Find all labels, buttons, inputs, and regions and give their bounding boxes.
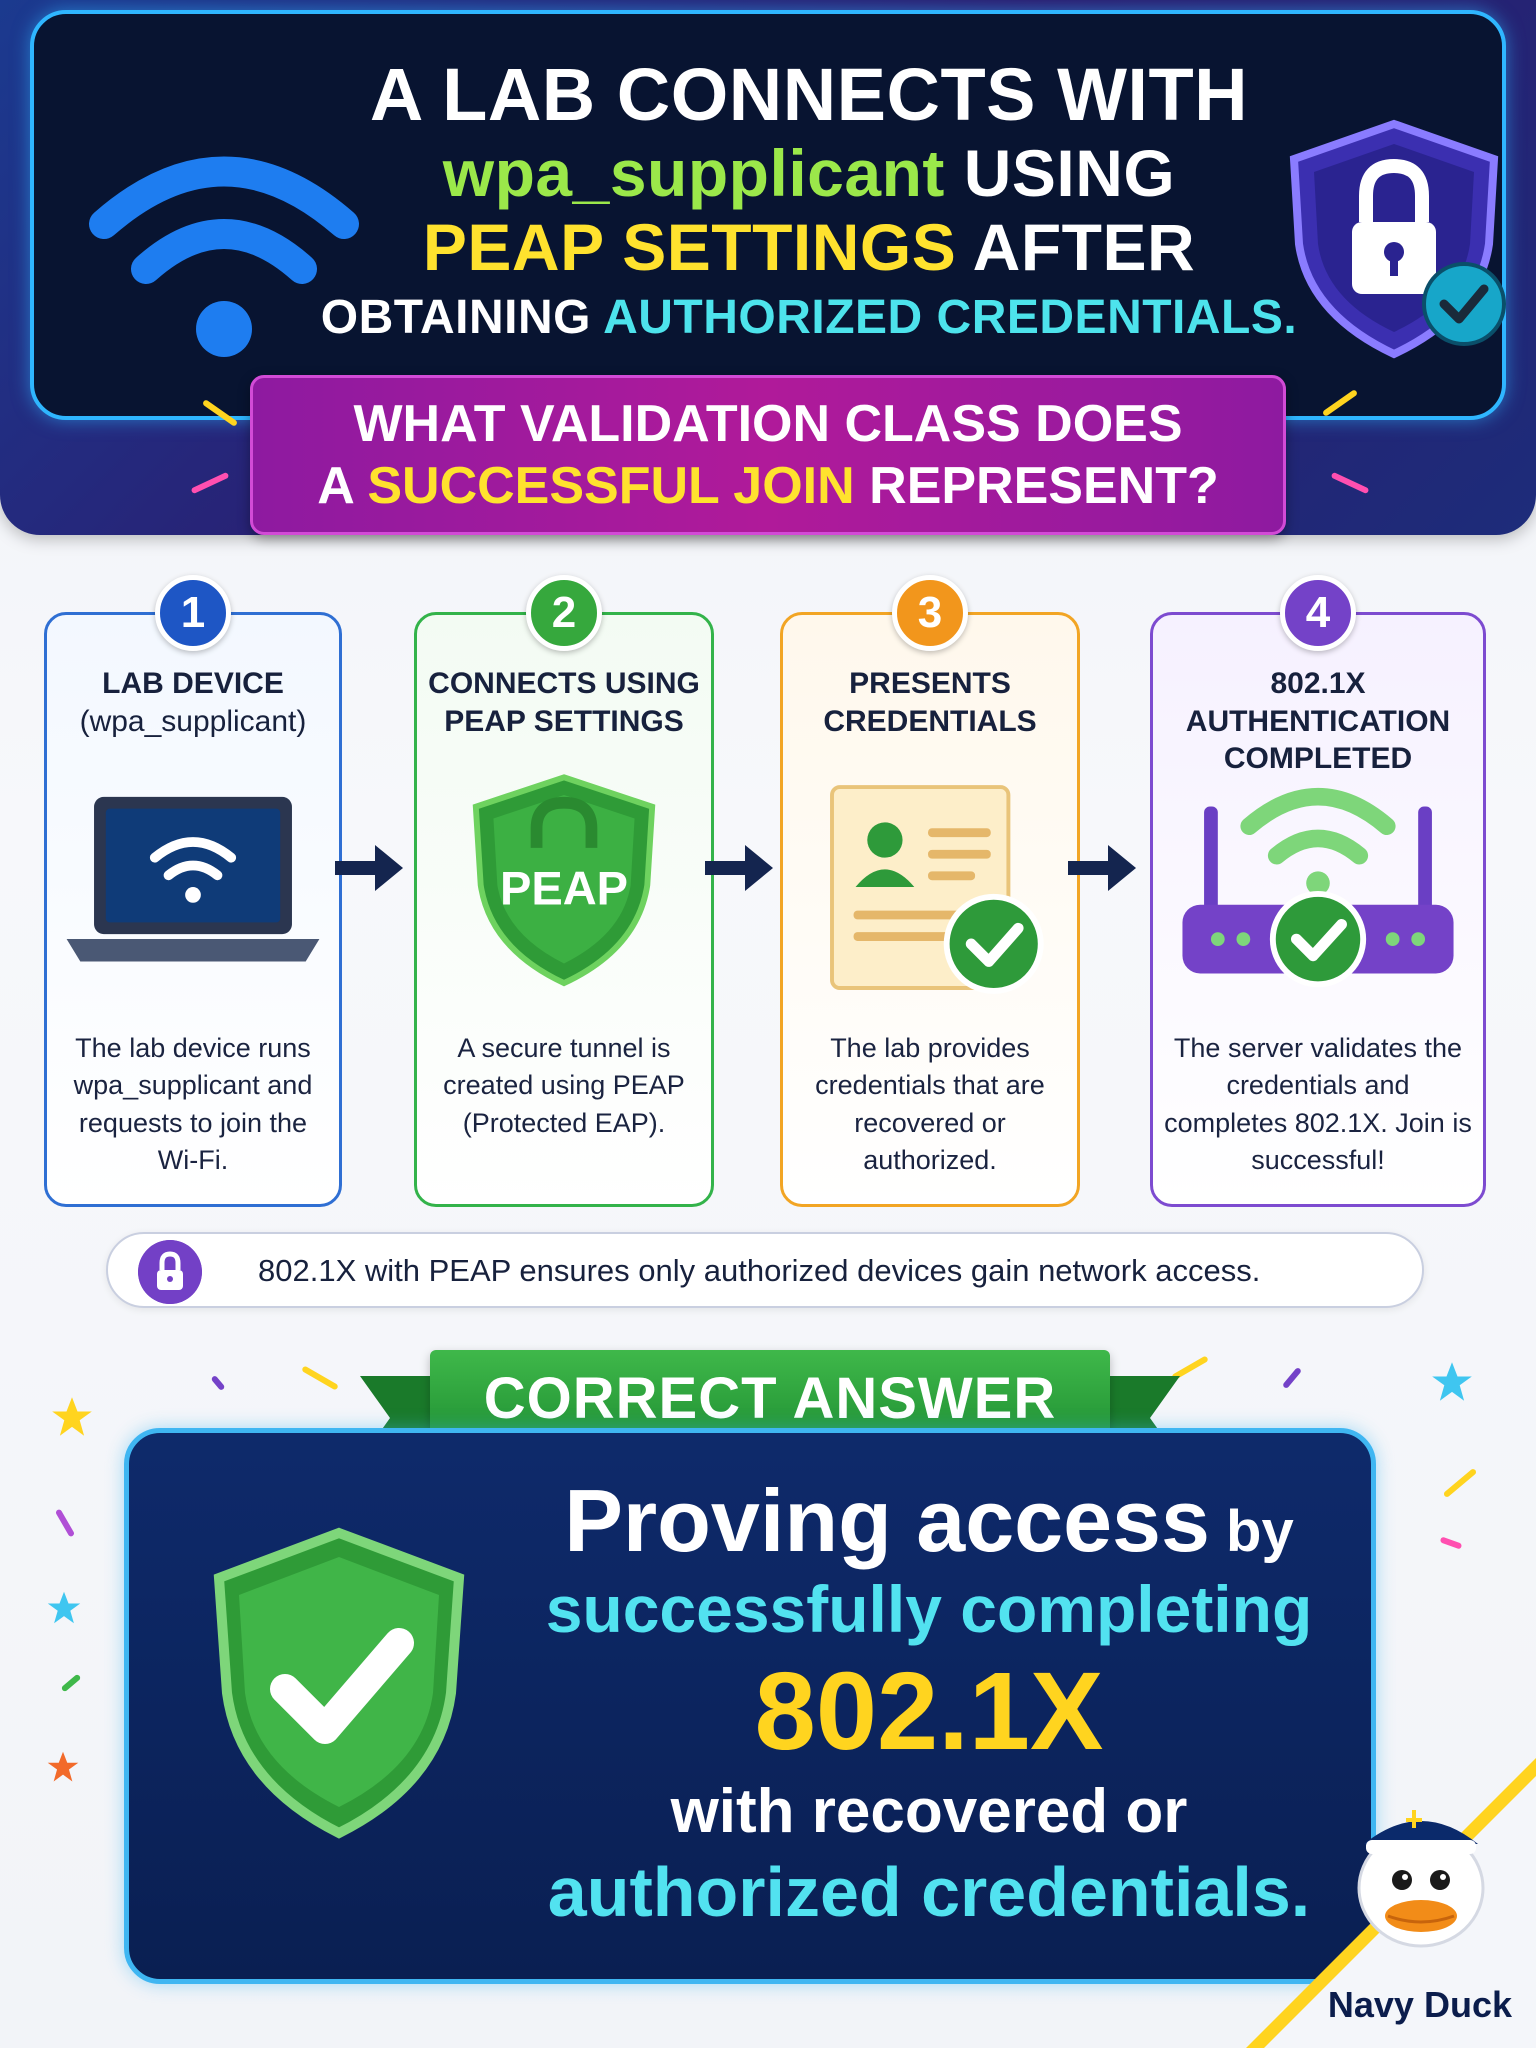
step-title-line: 802.1X AUTHENTICATION xyxy=(1185,667,1451,738)
step-title: LAB DEVICE (wpa_supplicant) xyxy=(47,665,339,740)
question-banner: WHAT VALIDATION CLASS DOES A SUCCESSFUL … xyxy=(250,375,1286,535)
spark-decoration xyxy=(54,1508,76,1538)
answer-line-1-suffix: by xyxy=(1209,1499,1294,1564)
arrow-right-icon xyxy=(1068,845,1136,891)
peap-shield-icon: PEAP xyxy=(472,774,656,987)
title-line-3: PEAP SETTINGS AFTER xyxy=(294,209,1324,285)
arrow-right-icon xyxy=(705,845,773,891)
peap-shield-label: PEAP xyxy=(500,862,628,915)
title-line-2-rest: USING xyxy=(944,135,1176,210)
question-line-1: WHAT VALIDATION CLASS DOES xyxy=(353,394,1183,453)
step-card-2: 2 CONNECTS USING PEAP SETTINGS PEAP A se… xyxy=(414,575,714,1207)
question-line-2-start: A xyxy=(317,457,368,515)
info-note: 802.1X with PEAP ensures only authorized… xyxy=(106,1232,1424,1308)
lock-icon xyxy=(138,1240,202,1304)
security-shield-lock-icon xyxy=(1289,119,1506,359)
answer-line-1: Proving access by xyxy=(489,1471,1369,1570)
step-subtitle: PEAP SETTINGS xyxy=(444,704,684,738)
question-highlight: SUCCESSFUL JOIN xyxy=(367,457,855,515)
title-highlight-tool: wpa_supplicant xyxy=(442,135,945,210)
spark-decoration xyxy=(1442,1467,1478,1499)
duck-mascot-icon xyxy=(1357,1810,1485,1948)
brand-name: Navy Duck xyxy=(1327,1984,1512,2025)
step-description: The lab device runs wpa_supplicant and r… xyxy=(73,1033,313,1175)
title-line-2: wpa_supplicant USING xyxy=(294,135,1324,211)
check-shield-icon xyxy=(213,1527,465,1839)
step-title-line: CONNECTS USING xyxy=(428,667,700,700)
question-line-2-rest: REPRESENT? xyxy=(854,457,1219,515)
question-title: A LAB CONNECTS WITH wpa_supplicant USING… xyxy=(294,53,1324,345)
step-title-line: PRESENTS xyxy=(849,667,1011,700)
credential-card-icon xyxy=(830,785,1044,994)
laptop-wifi-icon xyxy=(66,796,320,962)
answer-text: Proving access by successfully completin… xyxy=(489,1471,1369,1934)
spark-decoration xyxy=(60,1673,82,1693)
spark-decoration xyxy=(190,471,230,495)
step-number-badge: 3 xyxy=(892,575,968,651)
answer-line-1-main: Proving access xyxy=(564,1471,1210,1570)
step-card-4: 4 802.1X AUTHENTICATION COMPLETED The se… xyxy=(1150,575,1486,1207)
title-line-4: OBTAINING AUTHORIZED CREDENTIALS. xyxy=(294,291,1324,345)
answer-line-3: 802.1X xyxy=(754,1649,1104,1773)
title-line-3-rest: AFTER xyxy=(956,209,1196,284)
step-card-3: 3 PRESENTS CREDENTIALS The lab provides … xyxy=(780,575,1080,1207)
answer-line-5: authorized credentials. xyxy=(547,1852,1311,1931)
spark-decoration xyxy=(1330,471,1370,495)
answer-line-4: with recovered or xyxy=(670,1777,1188,1847)
spark-decoration xyxy=(1439,1536,1463,1550)
step-title-line: LAB DEVICE xyxy=(102,667,284,700)
step-number-badge: 4 xyxy=(1280,575,1356,651)
router-check-icon xyxy=(1182,788,1454,988)
step-card-1: 1 LAB DEVICE (wpa_supplicant) The lab de… xyxy=(44,575,342,1207)
step-number-badge: 2 xyxy=(526,575,602,651)
step-title: 802.1X AUTHENTICATION COMPLETED xyxy=(1153,665,1483,778)
answer-panel: Proving access by successfully completin… xyxy=(124,1428,1376,1984)
wifi-icon xyxy=(89,156,359,357)
star-icon xyxy=(47,1751,79,1782)
note-text: 802.1X with PEAP ensures only authorized… xyxy=(258,1253,1261,1288)
star-icon xyxy=(47,1591,81,1624)
step-subtitle: CREDENTIALS xyxy=(823,704,1037,738)
step-description: The lab provides credentials that are re… xyxy=(815,1033,1045,1175)
title-line-1: A LAB CONNECTS WITH xyxy=(369,53,1249,136)
spark-decoration xyxy=(1281,1366,1303,1390)
step-description: A secure tunnel is created using PEAP (P… xyxy=(443,1033,685,1138)
question-line-2: A SUCCESSFUL JOIN REPRESENT? xyxy=(317,455,1219,517)
step-subtitle: COMPLETED xyxy=(1223,742,1413,775)
correct-answer-label: CORRECT ANSWER xyxy=(483,1365,1057,1431)
step-number-badge: 1 xyxy=(155,575,231,651)
step-subtitle: (wpa_supplicant) xyxy=(79,704,307,738)
answer-line-2: successfully completing xyxy=(545,1571,1313,1646)
step-title: PRESENTS CREDENTIALS xyxy=(783,665,1077,740)
spark-decoration xyxy=(301,1365,339,1391)
title-line-4-start: OBTAINING xyxy=(320,290,604,344)
header-panel: A LAB CONNECTS WITH wpa_supplicant USING… xyxy=(0,0,1536,535)
star-icon xyxy=(1432,1362,1472,1401)
title-highlight-peap: PEAP SETTINGS xyxy=(422,209,957,284)
step-title: CONNECTS USING PEAP SETTINGS xyxy=(417,665,711,740)
header-title-box: A LAB CONNECTS WITH wpa_supplicant USING… xyxy=(30,10,1506,420)
step-description: The server validates the credentials and… xyxy=(1164,1033,1472,1175)
arrow-right-icon xyxy=(335,845,403,891)
star-icon xyxy=(52,1397,92,1436)
spark-decoration xyxy=(210,1374,226,1392)
title-highlight-credentials: AUTHORIZED CREDENTIALS. xyxy=(603,290,1298,344)
